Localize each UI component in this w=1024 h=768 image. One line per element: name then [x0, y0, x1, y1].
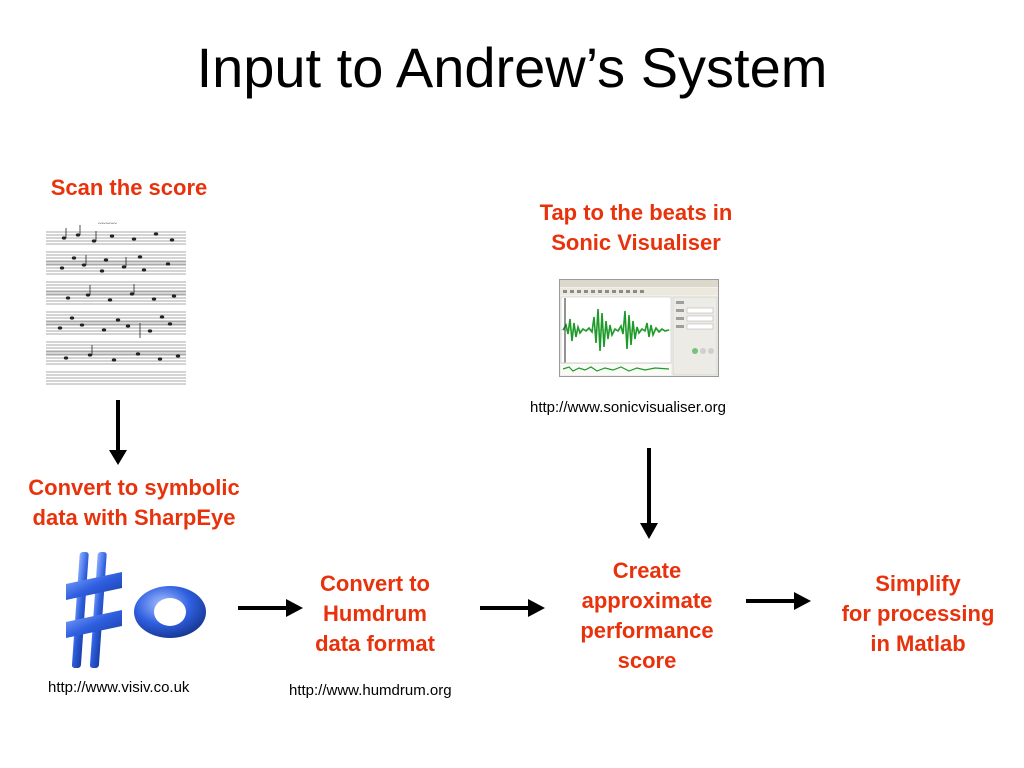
create-score-label: Create approximate performance score — [552, 556, 742, 676]
tap-beats-line-2: Sonic Visualiser — [551, 229, 721, 255]
create-line-2: approximate — [581, 587, 713, 613]
humdrum-line-2: Humdrum — [323, 600, 427, 626]
sheet-music-icon: ~~~~~ — [44, 214, 188, 400]
humdrum-label: Convert to Humdrum data format — [290, 569, 460, 659]
sharpeye-label: Convert to symbolic data with SharpEye — [2, 473, 266, 533]
arrow-scan-to-sharpeye — [109, 400, 127, 465]
sonic-visualiser-window-icon — [559, 279, 719, 377]
sonic-visualiser-url[interactable]: http://www.sonicvisualiser.org — [530, 399, 726, 416]
arrow-humdrum-to-create — [480, 599, 545, 617]
sharpeye-line-2: data with SharpEye — [32, 504, 236, 530]
create-line-3: performance — [580, 617, 714, 643]
arrow-create-to-simplify — [746, 592, 811, 610]
sharp-o-logo-icon — [66, 552, 206, 668]
create-line-4: score — [617, 647, 677, 673]
slide-title: Input to Andrew’s System — [196, 36, 828, 99]
humdrum-line-1: Convert to — [320, 571, 430, 596]
scan-score-label: Scan the score — [38, 173, 220, 203]
simplify-line-3: in Matlab — [870, 630, 966, 656]
svg-text:~~~~~: ~~~~~ — [98, 220, 117, 228]
simplify-label: Simplify for processing in Matlab — [820, 569, 1016, 659]
humdrum-line-3: data format — [315, 630, 435, 656]
create-line-1: Create — [612, 558, 682, 583]
sharpeye-url[interactable]: http://www.visiv.co.uk — [48, 679, 190, 696]
tap-beats-line-1: Tap to the beats in — [539, 200, 733, 225]
arrow-sharpeye-to-humdrum — [238, 599, 303, 617]
simplify-line-1: Simplify — [875, 571, 961, 596]
arrow-tap-to-create — [640, 448, 658, 539]
simplify-line-2: for processing — [841, 600, 995, 626]
humdrum-url[interactable]: http://www.humdrum.org — [289, 682, 452, 699]
sharpeye-line-1: Convert to symbolic — [28, 475, 240, 500]
tap-beats-label: Tap to the beats in Sonic Visualiser — [500, 198, 772, 258]
scan-score-text: Scan the score — [50, 175, 208, 200]
